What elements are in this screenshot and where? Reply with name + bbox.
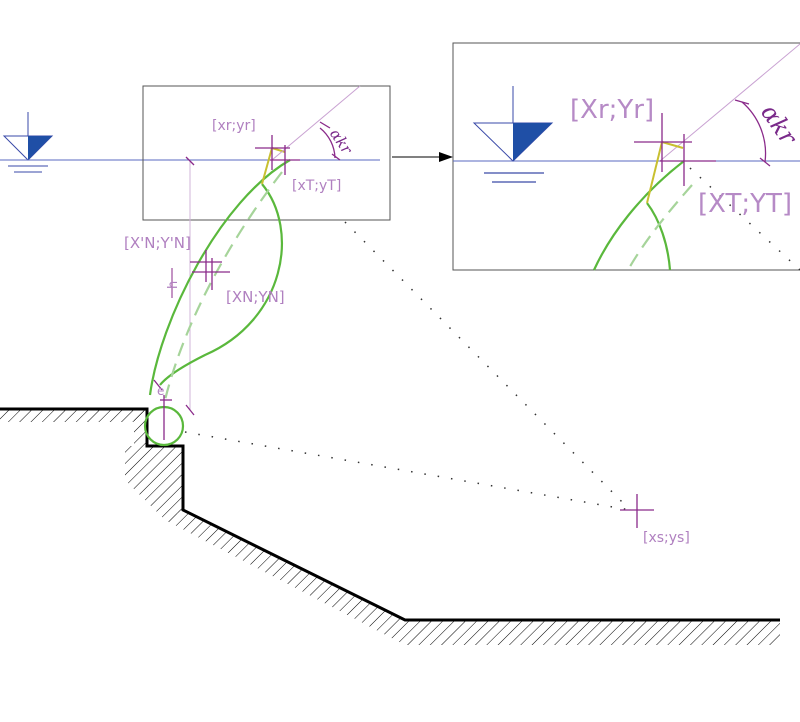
label-alpha-main: αkr: [326, 125, 356, 158]
detail-water-level-symbol: [472, 86, 554, 183]
label-e: e: [157, 384, 164, 398]
detail-construction-marks: [634, 99, 771, 186]
label-xr-yr: [xr;yr]: [212, 118, 256, 134]
label-xn-prime: [X'N;Y'N]: [124, 234, 191, 252]
label-xs-ys: [xs;ys]: [643, 530, 690, 546]
detail-dotted-line: [689, 167, 800, 271]
label-xn: [XN;YN]: [226, 288, 285, 306]
detail-label-xt-yt: [XT;YT]: [698, 189, 792, 219]
label-xt-yt: [xT;yT]: [292, 178, 341, 194]
construction-dotted-lines: [184, 221, 631, 511]
nappe-curves: [148, 147, 291, 401]
ground-profile: [0, 407, 780, 645]
detail-nappe-curves: [592, 141, 693, 271]
detail-frame: [452, 42, 800, 271]
construction-marks: [153, 121, 654, 528]
detail-label-alpha: αkr: [755, 99, 800, 151]
water-level-symbol: [2, 112, 54, 173]
zoom-frame: [142, 85, 391, 221]
label-h: h: [166, 281, 181, 289]
detail-label-xr-yr: [Xr;Yr]: [570, 95, 654, 125]
